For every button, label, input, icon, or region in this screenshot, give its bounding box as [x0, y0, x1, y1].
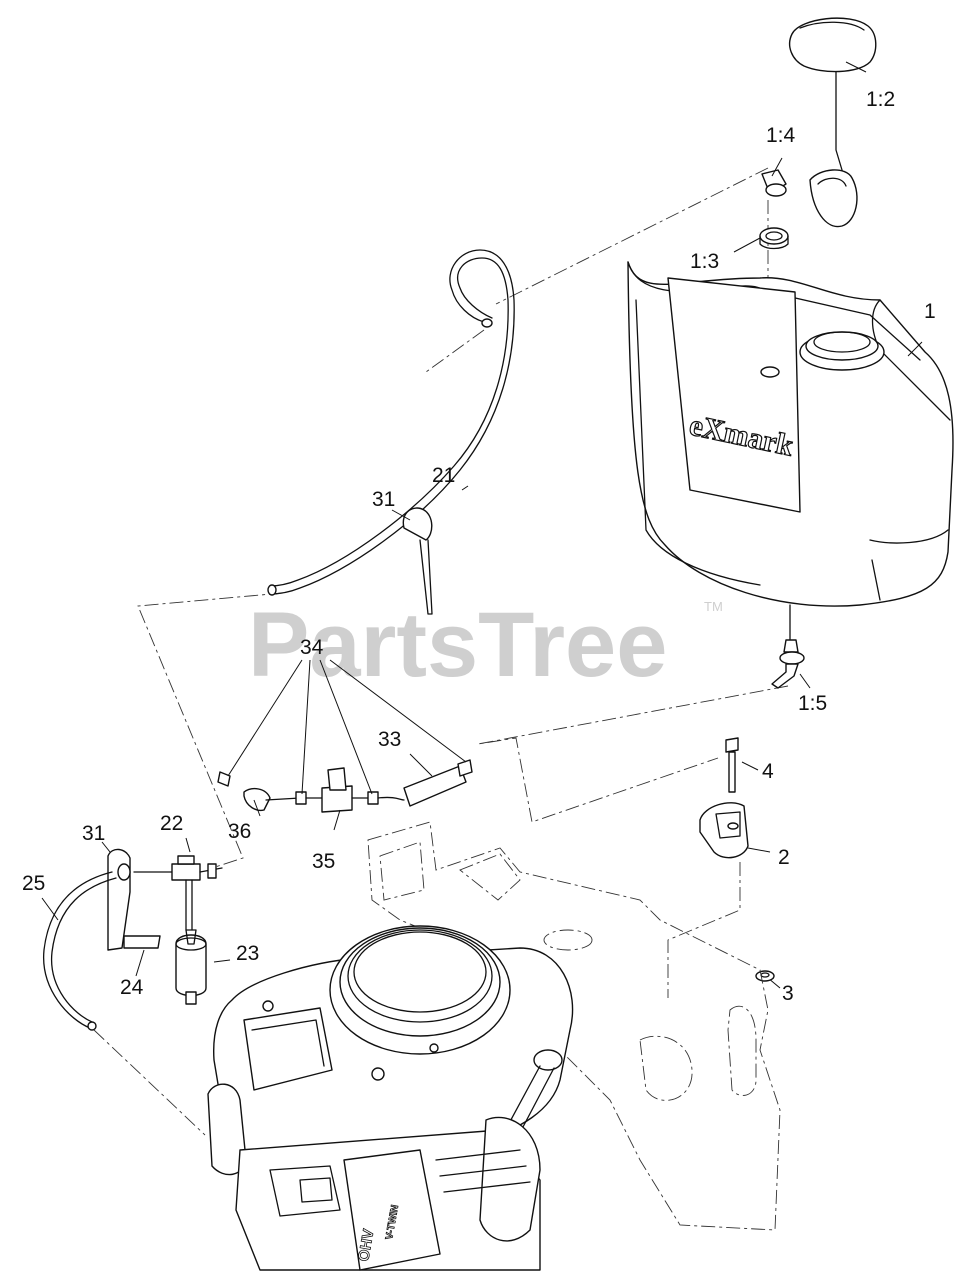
callout-1-3: 1:3 — [690, 250, 719, 273]
callout-24: 24 — [120, 976, 144, 999]
callout-22: 22 — [160, 812, 183, 835]
callout-31-lower: 31 — [82, 822, 105, 845]
callout-34: 34 — [300, 636, 324, 659]
callout-1-2: 1:2 — [866, 88, 895, 111]
callout-1: 1 — [924, 300, 936, 323]
engine-ohv-mark: OHV — [355, 1228, 377, 1263]
callout-23: 23 — [236, 942, 259, 965]
callout-1-4: 1:4 — [766, 124, 796, 147]
fuel-hose — [43, 871, 117, 1031]
leader-lines — [41, 61, 923, 989]
fuel-tee — [133, 855, 223, 931]
tank-grommet — [759, 227, 789, 250]
vent-hose — [267, 249, 515, 596]
vent-fitting — [761, 169, 787, 197]
callout-21: 21 — [432, 464, 455, 487]
fuel-cap — [788, 17, 877, 228]
watermark-text: PartsTree — [248, 594, 667, 696]
callout-25: 25 — [22, 872, 45, 895]
callout-labels: 1:2 1:4 1:3 1 21 31 34 1:5 33 4 36 35 2 … — [22, 88, 936, 1005]
callout-1-5: 1:5 — [798, 692, 827, 715]
engine: OHV V-TWIN — [207, 925, 574, 1271]
callout-35: 35 — [312, 850, 335, 873]
callout-2: 2 — [778, 846, 790, 869]
bolt — [725, 737, 739, 793]
callout-3: 3 — [782, 982, 794, 1005]
callout-36: 36 — [228, 820, 251, 843]
fuel-line-bracket — [107, 848, 161, 951]
callout-33: 33 — [378, 728, 401, 751]
fuel-filter — [175, 929, 207, 1005]
fuel-line-assembly — [217, 759, 473, 813]
tank-bracket — [699, 802, 749, 859]
watermark-trademark: TM — [704, 599, 723, 614]
callout-4: 4 — [762, 760, 774, 783]
fuel-outlet-fitting — [771, 604, 805, 689]
flange-nut — [755, 970, 775, 982]
callout-31-upper: 31 — [372, 488, 395, 511]
tie-strap-upper — [402, 507, 433, 615]
fuel-tank: eXmark — [627, 261, 954, 607]
